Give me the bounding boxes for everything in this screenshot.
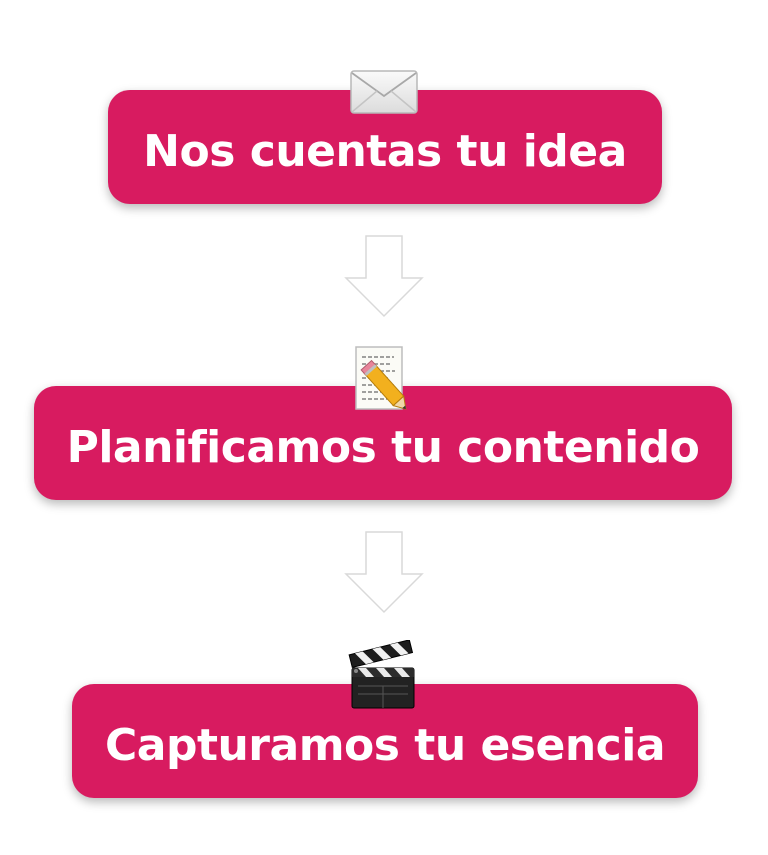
- step-box-planning: Planificamos tu contenido: [34, 386, 732, 500]
- arrow-down-icon: [344, 235, 424, 318]
- step-label: Planificamos tu contenido: [66, 421, 700, 473]
- step-label: Nos cuentas tu idea: [143, 125, 627, 177]
- clapper-board-icon: [348, 640, 415, 709]
- envelope-icon: [350, 70, 418, 114]
- memo-pencil-icon: [355, 346, 407, 410]
- step-label: Capturamos tu esencia: [104, 719, 666, 771]
- arrow-down-icon: [344, 531, 424, 614]
